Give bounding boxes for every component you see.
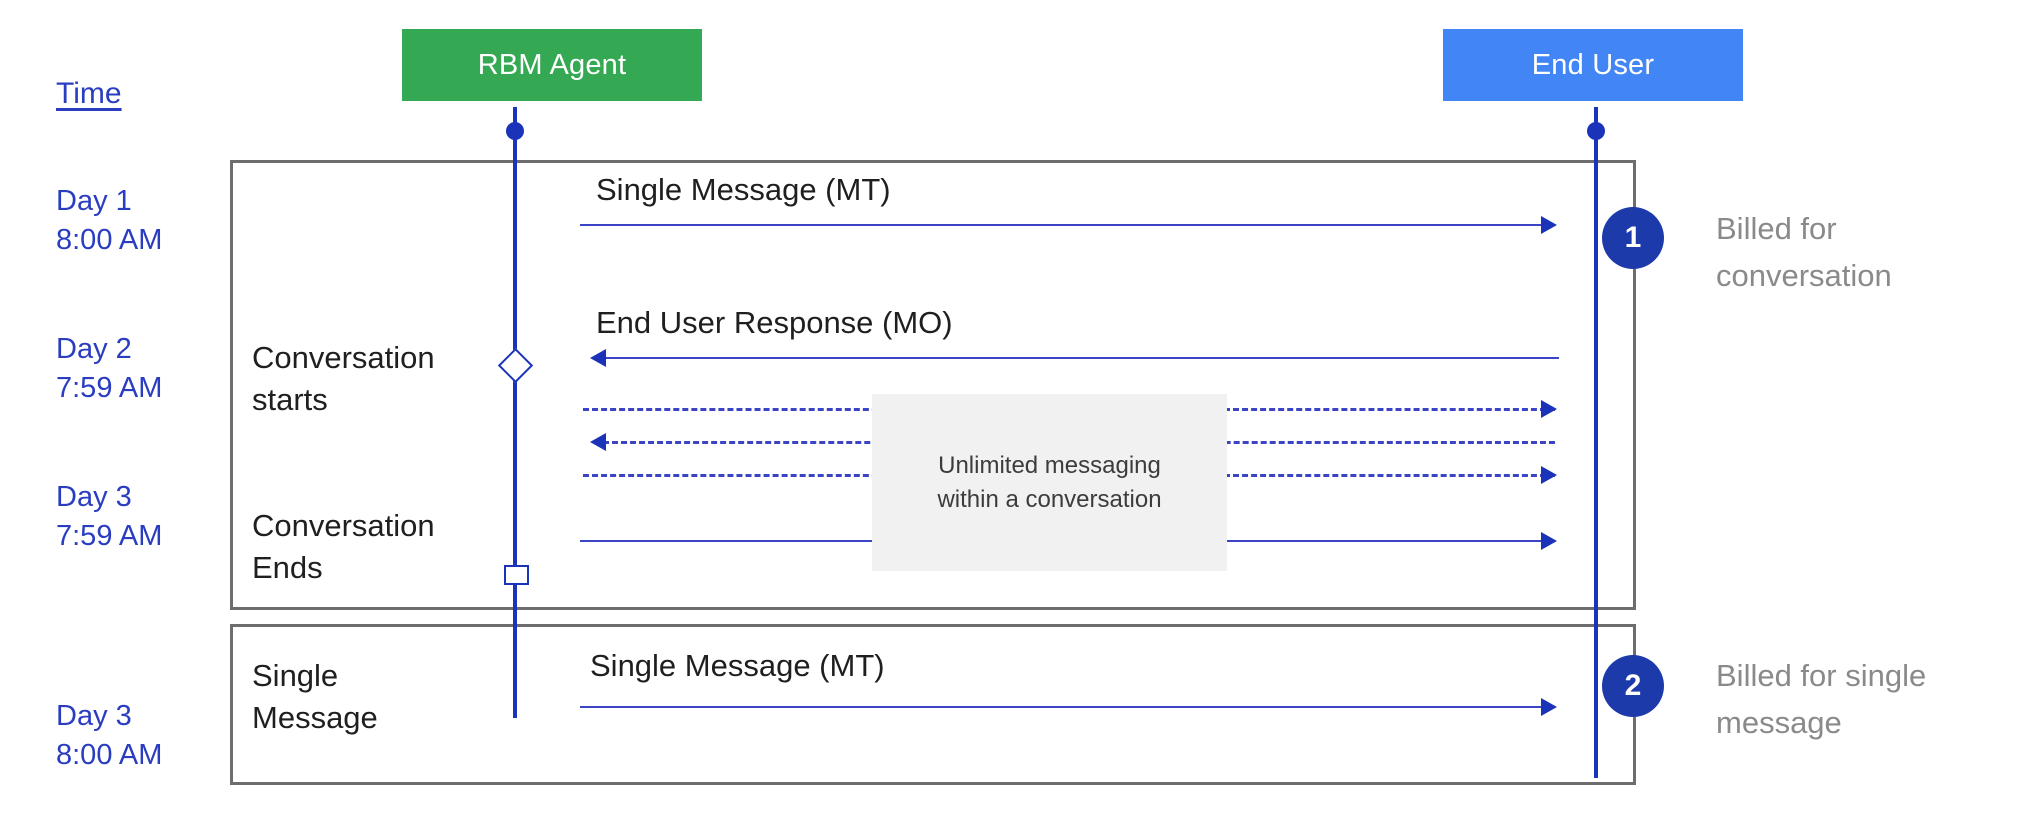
billing-caption-2: Billed for single message	[1716, 658, 1927, 740]
unlimited-messaging-callout: Unlimited messaging within a conversatio…	[872, 394, 1227, 571]
time-label-day2: Day 2 7:59 AM	[56, 333, 163, 404]
billing-badge-2-number: 2	[1624, 669, 1642, 702]
billing-badge-1-number: 1	[1624, 221, 1642, 254]
time-label-day1: Day 1 8:00 AM	[56, 185, 163, 256]
actor-box-end-user[interactable]: End User	[1443, 29, 1743, 101]
billing-badge-1: 1	[1602, 207, 1664, 269]
conversation-end-square-icon	[504, 565, 529, 585]
actor-label-rbm-agent: RBM Agent	[477, 48, 627, 81]
time-label-day3-759am: Day 3 7:59 AM	[56, 481, 163, 552]
time-column-heading: Time	[56, 77, 122, 110]
message-label-mt-2: Single Message (MT)	[590, 648, 885, 683]
stage-label-single-message: Single Message	[252, 658, 378, 735]
billing-group-box-conversation	[230, 160, 1636, 610]
message-arrow-mo-1	[594, 357, 1559, 359]
message-arrow-mt-2	[580, 706, 1555, 708]
unlimited-messaging-callout-text: Unlimited messaging within a conversatio…	[937, 451, 1162, 513]
message-arrow-mt-1	[580, 224, 1555, 226]
arrow-head-right-icon	[1541, 698, 1557, 716]
stage-label-conversation-starts: Conversation starts	[252, 340, 435, 417]
arrow-head-right-icon	[1541, 532, 1557, 550]
arrow-head-left-icon	[590, 433, 606, 451]
billing-badge-2: 2	[1602, 655, 1664, 717]
arrow-head-left-icon	[590, 349, 606, 367]
stage-label-conversation-ends: Conversation Ends	[252, 508, 435, 585]
lifeline-end-user	[1594, 107, 1598, 778]
message-label-mo-1: End User Response (MO)	[596, 305, 953, 340]
actor-label-end-user: End User	[1531, 48, 1655, 81]
message-label-mt-1: Single Message (MT)	[596, 172, 891, 207]
lifeline-rbm-agent	[513, 107, 517, 718]
arrow-head-right-icon	[1541, 216, 1557, 234]
arrow-head-right-icon	[1541, 400, 1557, 418]
arrow-head-right-icon	[1541, 466, 1557, 484]
actor-box-rbm-agent[interactable]: RBM Agent	[402, 29, 702, 101]
time-label-day3-800am: Day 3 8:00 AM	[56, 700, 163, 771]
billing-caption-1: Billed for conversation	[1716, 211, 1892, 293]
